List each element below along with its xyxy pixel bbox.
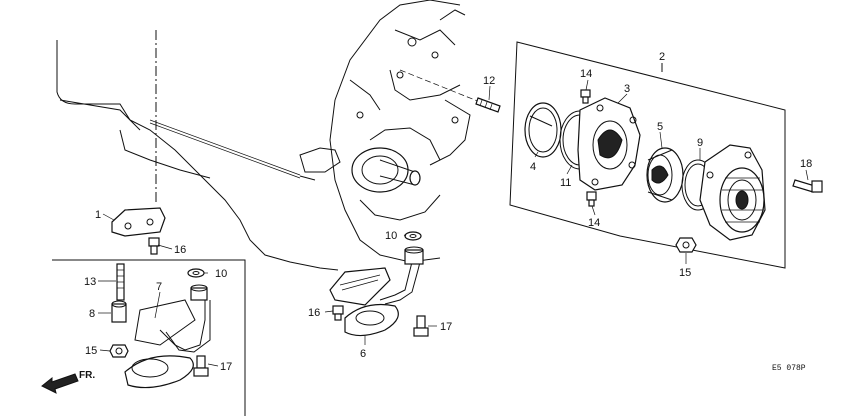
front-arrow-label: FR. [79,370,95,381]
nut-part-15-pump [675,237,697,253]
bolt-part-14-bottom [586,191,597,207]
water-pump-body [699,144,766,241]
callout-17-inset: 17 [220,361,232,373]
callout-16-main: 16 [308,307,320,319]
diagram-code: E5 078P [772,364,806,373]
callout-6: 6 [360,348,366,360]
callout-15-inset: 15 [85,345,97,357]
callout-10-inset: 10 [215,268,227,280]
callout-18: 18 [800,158,812,170]
oil-strainer-part-6 [329,246,424,337]
rotor-part-5 [646,147,684,203]
bolt-part-18 [792,179,823,193]
callout-4: 4 [530,161,536,173]
callout-5: 5 [657,121,663,133]
callout-11: 11 [560,177,571,189]
callout-17-main: 17 [440,321,452,333]
inset-detail-box [52,259,246,416]
callout-14-bottom: 14 [588,217,600,229]
callout-7: 7 [156,281,162,293]
stud-part-13 [116,263,125,301]
nut-part-15-left [109,344,129,358]
callout-14-top: 14 [580,68,592,80]
callout-8: 8 [89,308,95,320]
callout-13: 13 [84,276,96,288]
collar-part-8 [111,300,127,323]
o-ring-part-4 [524,102,562,158]
bracket-part-1 [111,207,166,237]
bolt-part-17-inset [193,355,209,377]
pump-cover-part-3 [577,97,641,191]
leader-lines [98,79,809,367]
oil-strainer-part-7 [124,284,211,389]
callout-2: 2 [659,51,665,63]
callout-12: 12 [483,75,495,87]
callout-3: 3 [624,83,630,95]
callout-labels: 1 2 3 4 5 6 7 8 9 10 10 11 12 13 14 14 1… [84,51,812,373]
callout-15-pump: 15 [679,267,691,279]
stud-part-12 [475,97,501,113]
washer-part-10-inset [187,268,205,278]
bolt-part-17-main [413,315,429,337]
pump-assembly-box [509,41,786,269]
washer-part-10-main [404,231,422,241]
engine-block-outline [56,0,471,271]
callout-16-left: 16 [174,244,186,256]
callout-1: 1 [95,209,101,221]
front-arrow: FR. [41,370,95,394]
callout-9: 9 [697,137,703,149]
bolt-part-16-main [332,305,344,321]
callout-10-main: 10 [385,230,397,242]
bolt-part-16-left [148,237,160,255]
bolt-part-14-top [580,89,591,104]
